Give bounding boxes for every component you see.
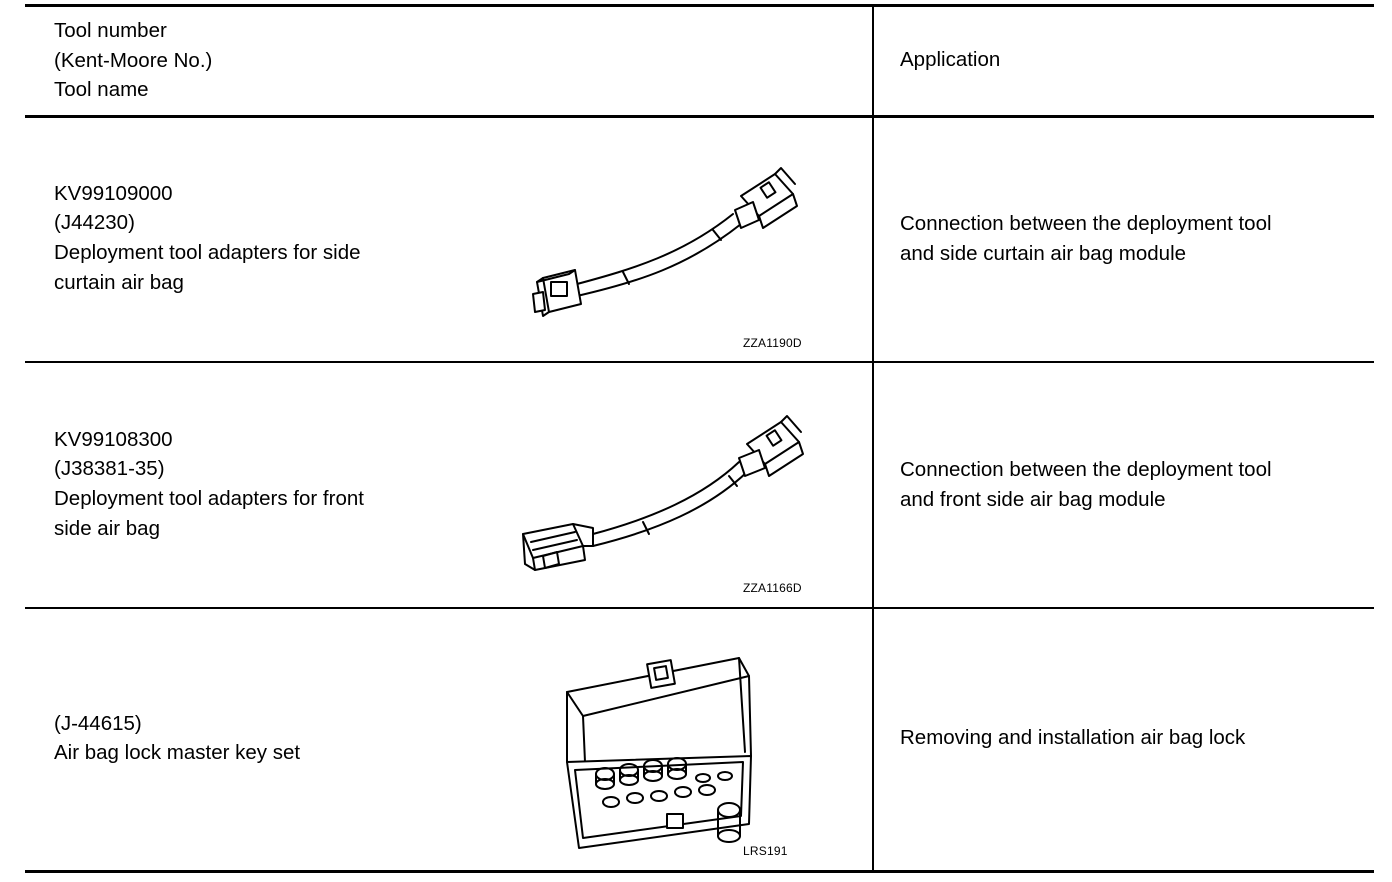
tool-name: Deployment tool adapters for front side … (54, 487, 364, 540)
adapter-cable-illustration (513, 396, 813, 576)
application-text: Connection between the deployment tool a… (900, 458, 1272, 511)
figure-code: LRS191 (743, 844, 788, 858)
special-tools-table: Tool number (Kent-Moore No.) Tool name A… (25, 4, 1374, 874)
figure-code: ZZA1190D (743, 336, 802, 350)
kent-moore-number: (J-44615) (54, 712, 142, 735)
kent-moore-number: (J44230) (54, 211, 135, 234)
tool-number: KV99108300 (54, 428, 173, 451)
application-text: Removing and installation air bag lock (900, 726, 1246, 749)
adapter-cable-illustration (513, 154, 813, 324)
header-divider (25, 115, 1374, 118)
application-text: Connection between the deployment tool a… (900, 212, 1272, 265)
figure-code: ZZA1166D (743, 581, 802, 595)
column-divider (872, 4, 874, 872)
header-application-column: Application (900, 48, 1001, 71)
row-divider (25, 607, 1374, 609)
kent-moore-number: (J38381-35) (54, 457, 165, 480)
row-divider (25, 361, 1374, 363)
key-set-case-illustration (553, 652, 753, 852)
tool-name: Deployment tool adapters for side curtai… (54, 241, 361, 294)
table-top-border (25, 4, 1374, 7)
table-bottom-border (25, 870, 1374, 873)
tool-name: Air bag lock master key set (54, 741, 301, 764)
tool-number: KV99109000 (54, 182, 173, 205)
header-tool-column: Tool number (Kent-Moore No.) Tool name (54, 19, 213, 101)
